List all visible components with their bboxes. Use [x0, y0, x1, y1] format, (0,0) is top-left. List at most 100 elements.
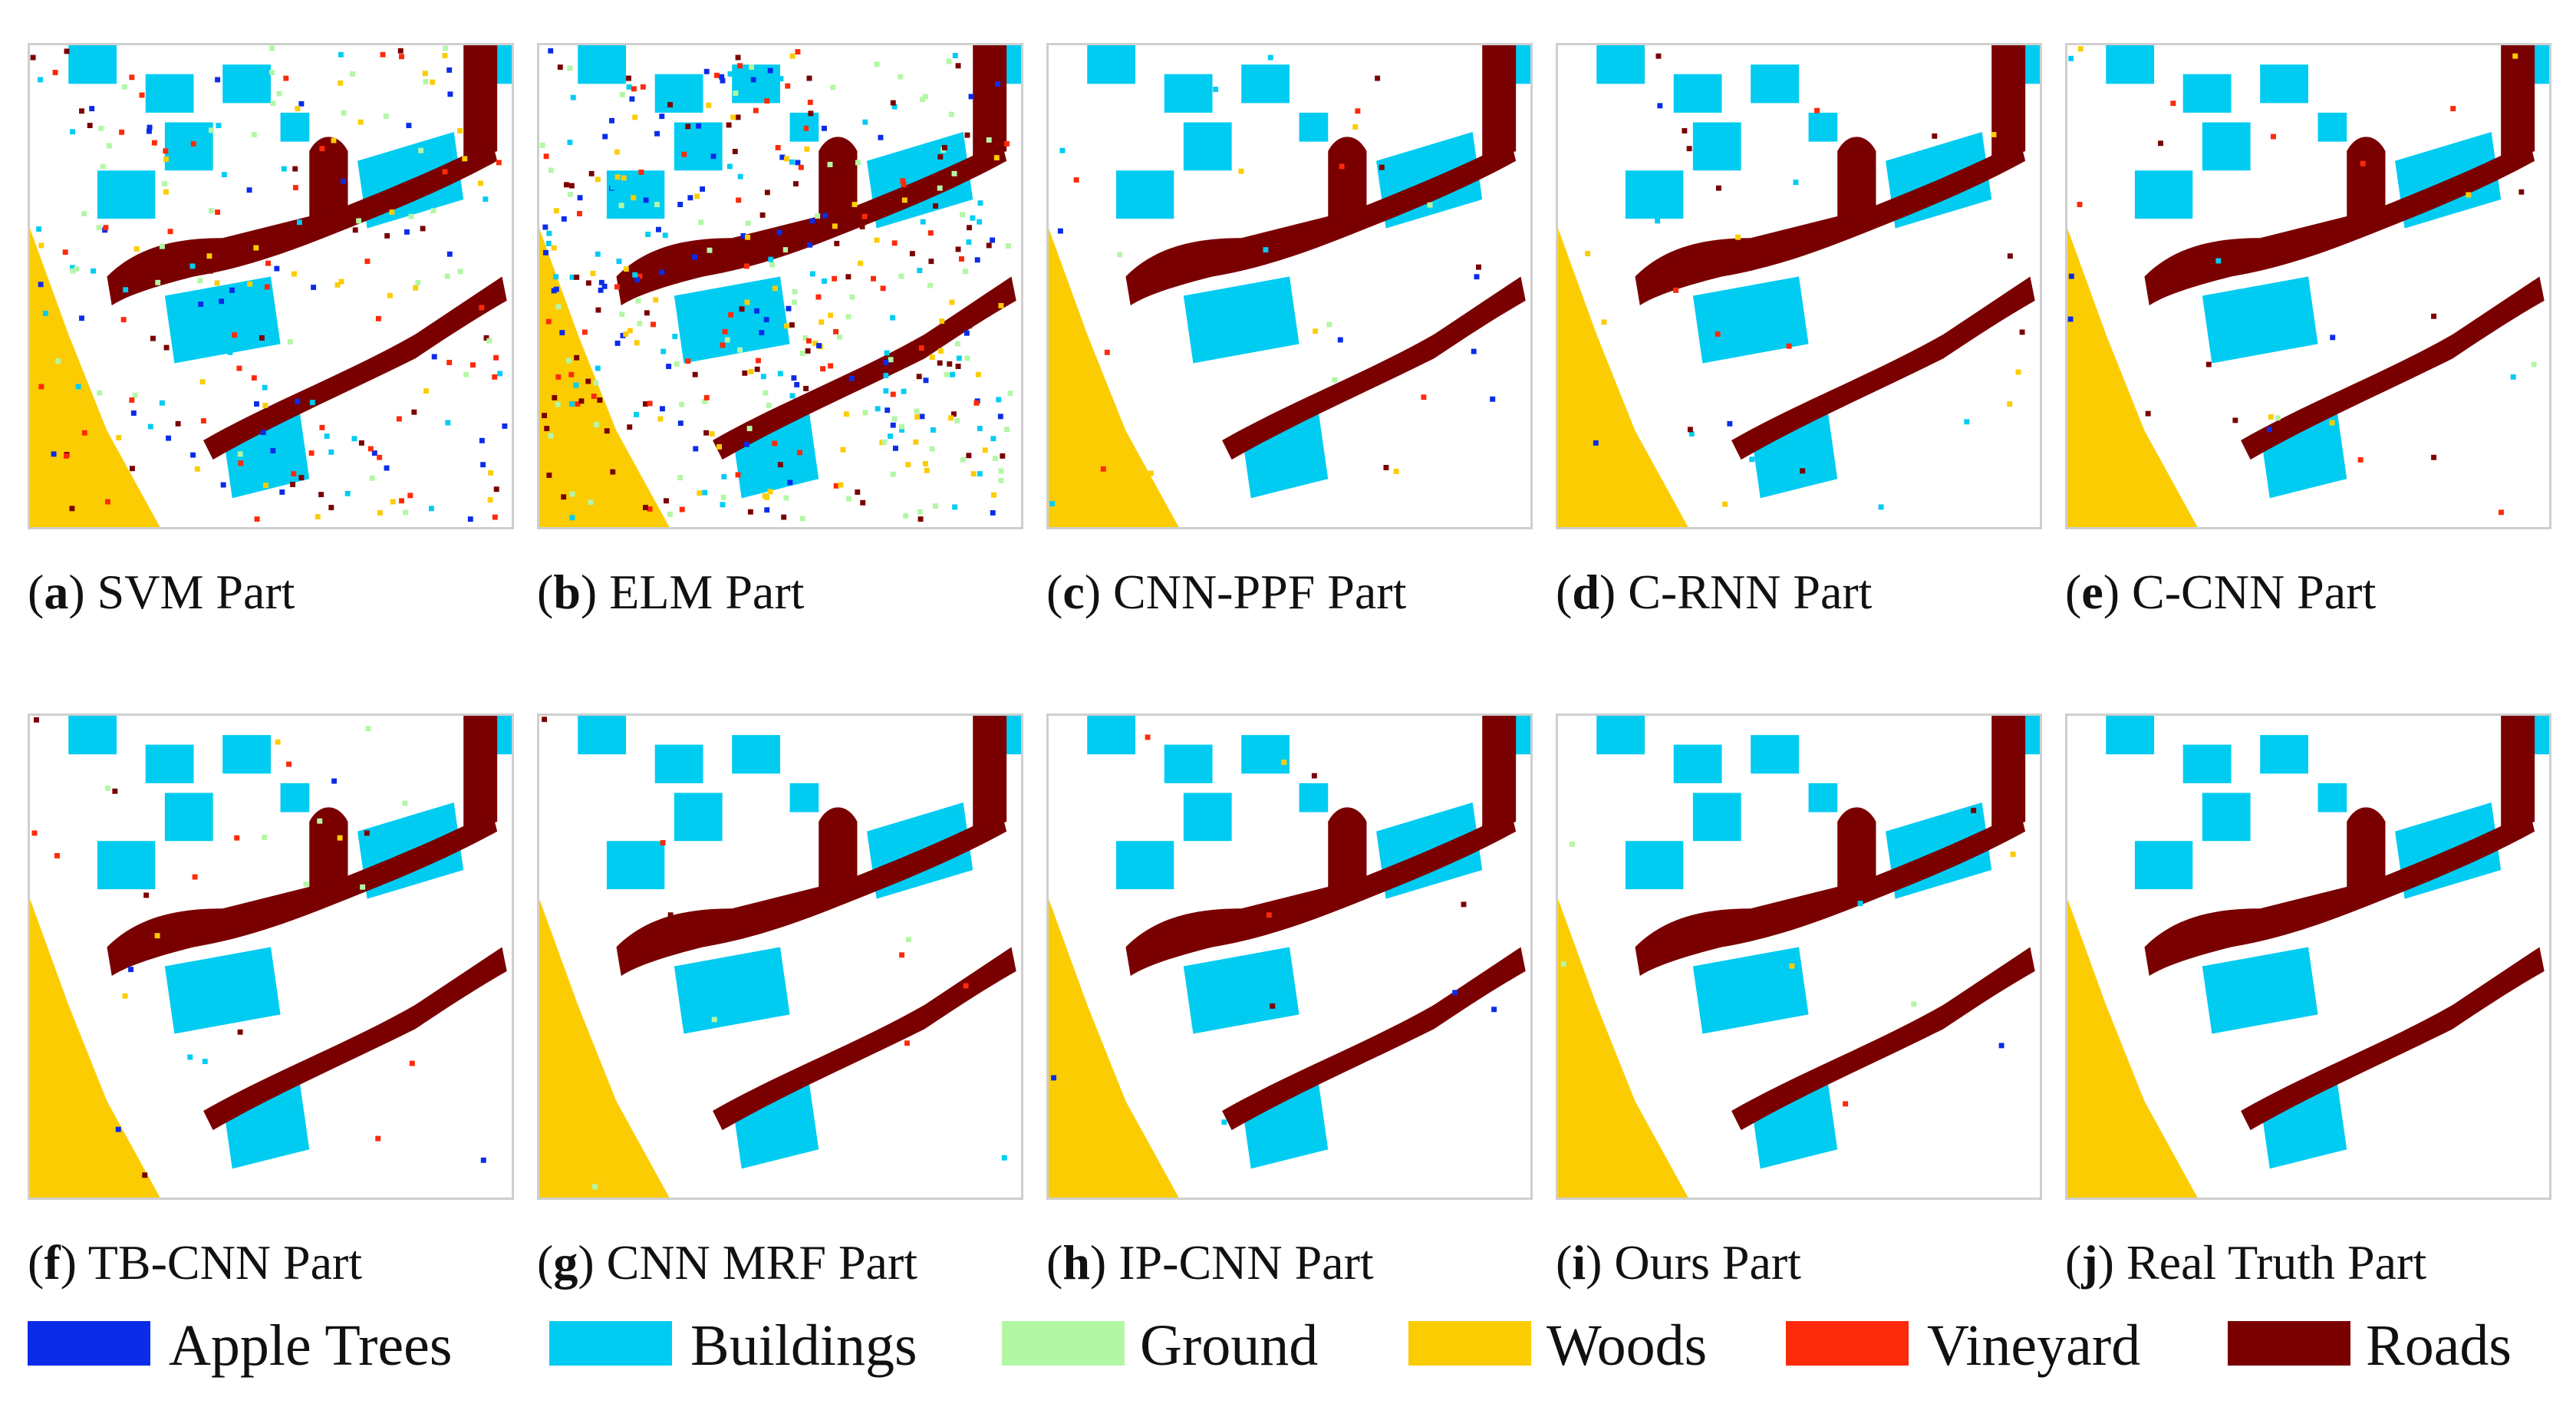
noise-pixel — [2015, 369, 2021, 375]
noise-pixel — [654, 202, 660, 208]
noise-pixel — [130, 410, 137, 416]
building-region — [2182, 744, 2232, 783]
woods-region — [30, 898, 160, 1198]
noise-pixel — [390, 499, 396, 505]
caption-f-text: TB-CNN Part — [87, 1235, 363, 1290]
building-region — [2202, 276, 2318, 364]
noise-pixel — [862, 203, 868, 209]
noise-pixel — [830, 84, 836, 91]
caption-h-text: IP-CNN Part — [1118, 1235, 1374, 1290]
building-region — [1183, 122, 1232, 171]
noise-pixel — [569, 491, 575, 497]
noise-pixel — [578, 398, 585, 404]
noise-pixel — [827, 161, 833, 167]
noise-pixel — [147, 124, 153, 130]
woods-region — [1049, 898, 1179, 1198]
woods-region — [539, 898, 670, 1198]
noise-pixel — [38, 242, 44, 249]
noise-pixel — [677, 202, 684, 208]
building-region — [145, 744, 194, 783]
noise-pixel — [777, 371, 783, 377]
noise-pixel — [1964, 419, 1970, 425]
noise-pixel — [898, 273, 904, 279]
noise-pixel — [229, 287, 235, 293]
noise-pixel — [163, 344, 170, 351]
noise-pixel — [569, 274, 575, 280]
noise-pixel — [63, 453, 69, 459]
caption-d: (d) C-RNN Part — [1556, 565, 1873, 619]
noise-pixel — [977, 471, 983, 477]
caption-e: (e) C-CNN Part — [2065, 565, 2377, 619]
noise-pixel — [187, 1054, 193, 1060]
noise-pixel — [315, 514, 321, 519]
noise-pixel — [457, 269, 463, 275]
noise-pixel — [981, 161, 987, 167]
noise-pixel — [772, 285, 778, 292]
noise-pixel — [577, 195, 583, 201]
noise-pixel — [640, 84, 646, 90]
noise-pixel — [1657, 103, 1663, 109]
noise-pixel — [745, 220, 751, 226]
noise-pixel — [262, 483, 268, 489]
noise-pixel — [631, 86, 637, 92]
building-region — [2134, 841, 2193, 890]
noise-pixel — [442, 169, 448, 175]
noise-pixel — [143, 892, 150, 898]
noise-pixel — [192, 348, 198, 354]
noise-pixel — [977, 426, 983, 432]
noise-pixel — [1491, 1007, 1497, 1013]
caption-b-text: ELM Part — [609, 565, 805, 619]
noise-pixel — [120, 317, 127, 323]
noise-pixel — [737, 173, 743, 180]
noise-pixel — [542, 224, 548, 230]
noise-pixel — [937, 153, 944, 160]
noise-pixel — [643, 505, 648, 511]
noise-pixel — [702, 398, 708, 404]
noise-pixel — [711, 340, 717, 346]
classification-map-c-rnn — [1558, 45, 2040, 527]
noise-pixel — [914, 408, 920, 414]
noise-pixel — [121, 84, 127, 90]
noise-pixel — [163, 189, 169, 195]
noise-pixel — [402, 800, 408, 806]
noise-pixel — [487, 497, 493, 502]
noise-pixel — [766, 402, 772, 408]
noise-pixel — [964, 132, 970, 138]
noise-pixel — [804, 146, 810, 152]
noise-pixel — [852, 202, 858, 208]
noise-pixel — [479, 305, 485, 311]
noise-pixel — [197, 278, 203, 284]
noise-pixel — [403, 509, 408, 516]
noise-pixel — [254, 516, 260, 522]
noise-pixel — [283, 75, 289, 81]
noise-pixel — [677, 475, 684, 481]
noise-pixel — [694, 193, 700, 199]
noise-pixel — [352, 227, 358, 233]
noise-pixel — [772, 440, 778, 446]
noise-pixel — [759, 212, 766, 218]
noise-pixel — [995, 81, 1000, 87]
noise-pixel — [1452, 990, 1458, 996]
noise-pixel — [744, 299, 750, 305]
noise-pixel — [1004, 427, 1010, 433]
noise-pixel — [595, 365, 601, 371]
noise-pixel — [798, 164, 804, 170]
building-region — [1299, 112, 1329, 142]
noise-pixel — [601, 283, 608, 289]
noise-pixel — [269, 45, 275, 51]
building-region — [2202, 792, 2251, 842]
caption-j-text: Real Truth Part — [2126, 1235, 2427, 1290]
noise-pixel — [884, 407, 891, 414]
noise-pixel — [610, 184, 616, 190]
noise-pixel — [276, 91, 282, 97]
building-region — [2182, 74, 2232, 113]
noise-pixel — [96, 225, 102, 231]
noise-pixel — [702, 489, 708, 496]
road-region — [616, 812, 1007, 977]
noise-pixel — [129, 397, 135, 403]
noise-pixel — [561, 494, 567, 500]
legend-label-vineyard: Vineyard — [1927, 1313, 2141, 1378]
noise-pixel — [70, 268, 76, 274]
noise-pixel — [497, 371, 503, 377]
noise-pixel — [383, 114, 389, 120]
